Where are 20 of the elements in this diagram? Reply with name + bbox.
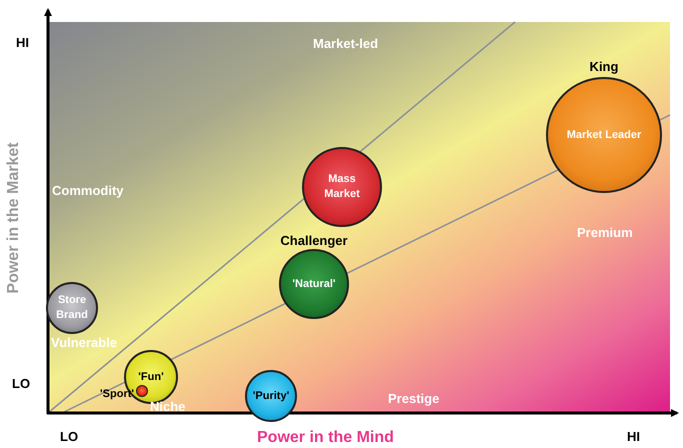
axis-title: Power in the Market [5,142,23,294]
region-label: Premium [577,225,633,240]
bubble-label: Market Leader [566,128,642,142]
bubble-label: 'Natural' [292,276,336,292]
axis-tick-label: LO [12,376,30,391]
bubble-label: 'Purity' [252,388,290,404]
tier-label: King [590,59,618,74]
bubble-label: 'Fun' [138,370,164,384]
region-label: Commodity [52,183,124,198]
axis-tick-label: HI [627,429,640,444]
region-label: Vulnerable [51,335,117,350]
region-label: Market-led [313,36,378,51]
tier-label: Challenger [280,233,348,248]
bubble-label: Store Brand [55,293,89,323]
region-label: Prestige [388,391,440,406]
region-label: Niche [150,399,186,414]
axis-tick-label: LO [60,429,78,444]
axis-tick-label: HI [16,35,29,50]
bubble-label: Mass Market [323,172,361,202]
axis-title: Power in the Mind [257,429,394,447]
